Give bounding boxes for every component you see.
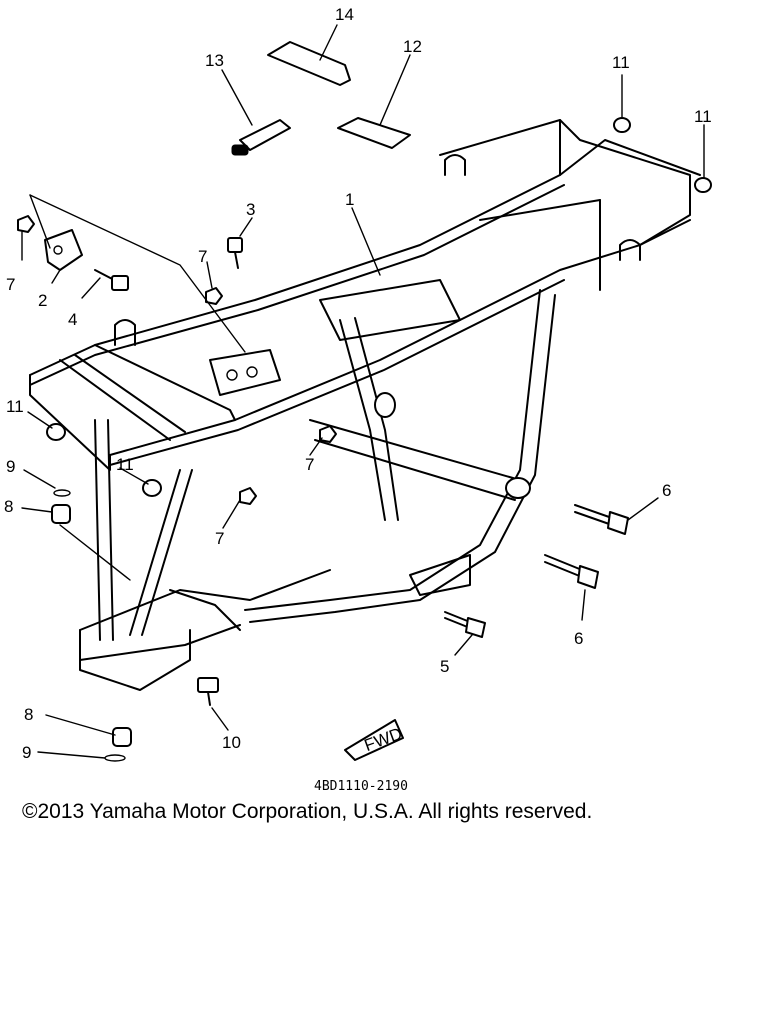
leader-lines [21, 24, 705, 759]
copyright-text: ©2013 Yamaha Motor Corporation, U.S.A. A… [22, 800, 593, 823]
part-code: 4BD1110-2190 [314, 779, 408, 794]
callout-10: 10 [222, 733, 241, 752]
callout-11: 11 [116, 455, 134, 474]
callout-7: 7 [215, 529, 224, 548]
part-6-bolts [544, 504, 629, 589]
callout-11: 11 [6, 397, 24, 416]
part-4-bolt [94, 269, 129, 291]
callout-4: 4 [68, 310, 77, 329]
callout-labels: 14 13 12 11 11 1 3 7 2 4 7 11 9 11 8 7 7… [4, 5, 712, 762]
part-2-bracket [44, 229, 83, 271]
callout-7: 7 [198, 247, 207, 266]
callout-5: 5 [440, 657, 449, 676]
part-12-plate [337, 117, 411, 149]
callout-9: 9 [22, 743, 31, 762]
callout-11: 11 [612, 53, 630, 72]
callout-8: 8 [24, 705, 33, 724]
part-10-switch [197, 677, 219, 706]
part-nuts [17, 117, 712, 505]
callout-6: 6 [574, 629, 583, 648]
part-13-strap [231, 119, 291, 156]
main-frame [29, 119, 701, 691]
callout-13: 13 [205, 51, 224, 70]
part-3-bolt [227, 237, 243, 269]
callout-1: 1 [345, 190, 354, 209]
part-8-cap [51, 504, 132, 747]
callout-7: 7 [305, 455, 314, 474]
callout-12: 12 [403, 37, 422, 56]
callout-14: 14 [335, 5, 354, 24]
callout-2: 2 [38, 291, 47, 310]
callout-7: 7 [6, 275, 15, 294]
frame-parts-diagram: FWD 14 13 12 11 11 1 3 [4, 5, 712, 794]
fwd-label: FWD [362, 724, 405, 755]
callout-11: 11 [694, 107, 712, 126]
callout-3: 3 [246, 200, 255, 219]
callout-6: 6 [662, 481, 671, 500]
part-5-bolt [444, 611, 486, 638]
fwd-arrow: FWD [344, 719, 405, 761]
callout-8: 8 [4, 497, 13, 516]
part-14-cover [267, 41, 351, 86]
callout-9: 9 [6, 457, 15, 476]
